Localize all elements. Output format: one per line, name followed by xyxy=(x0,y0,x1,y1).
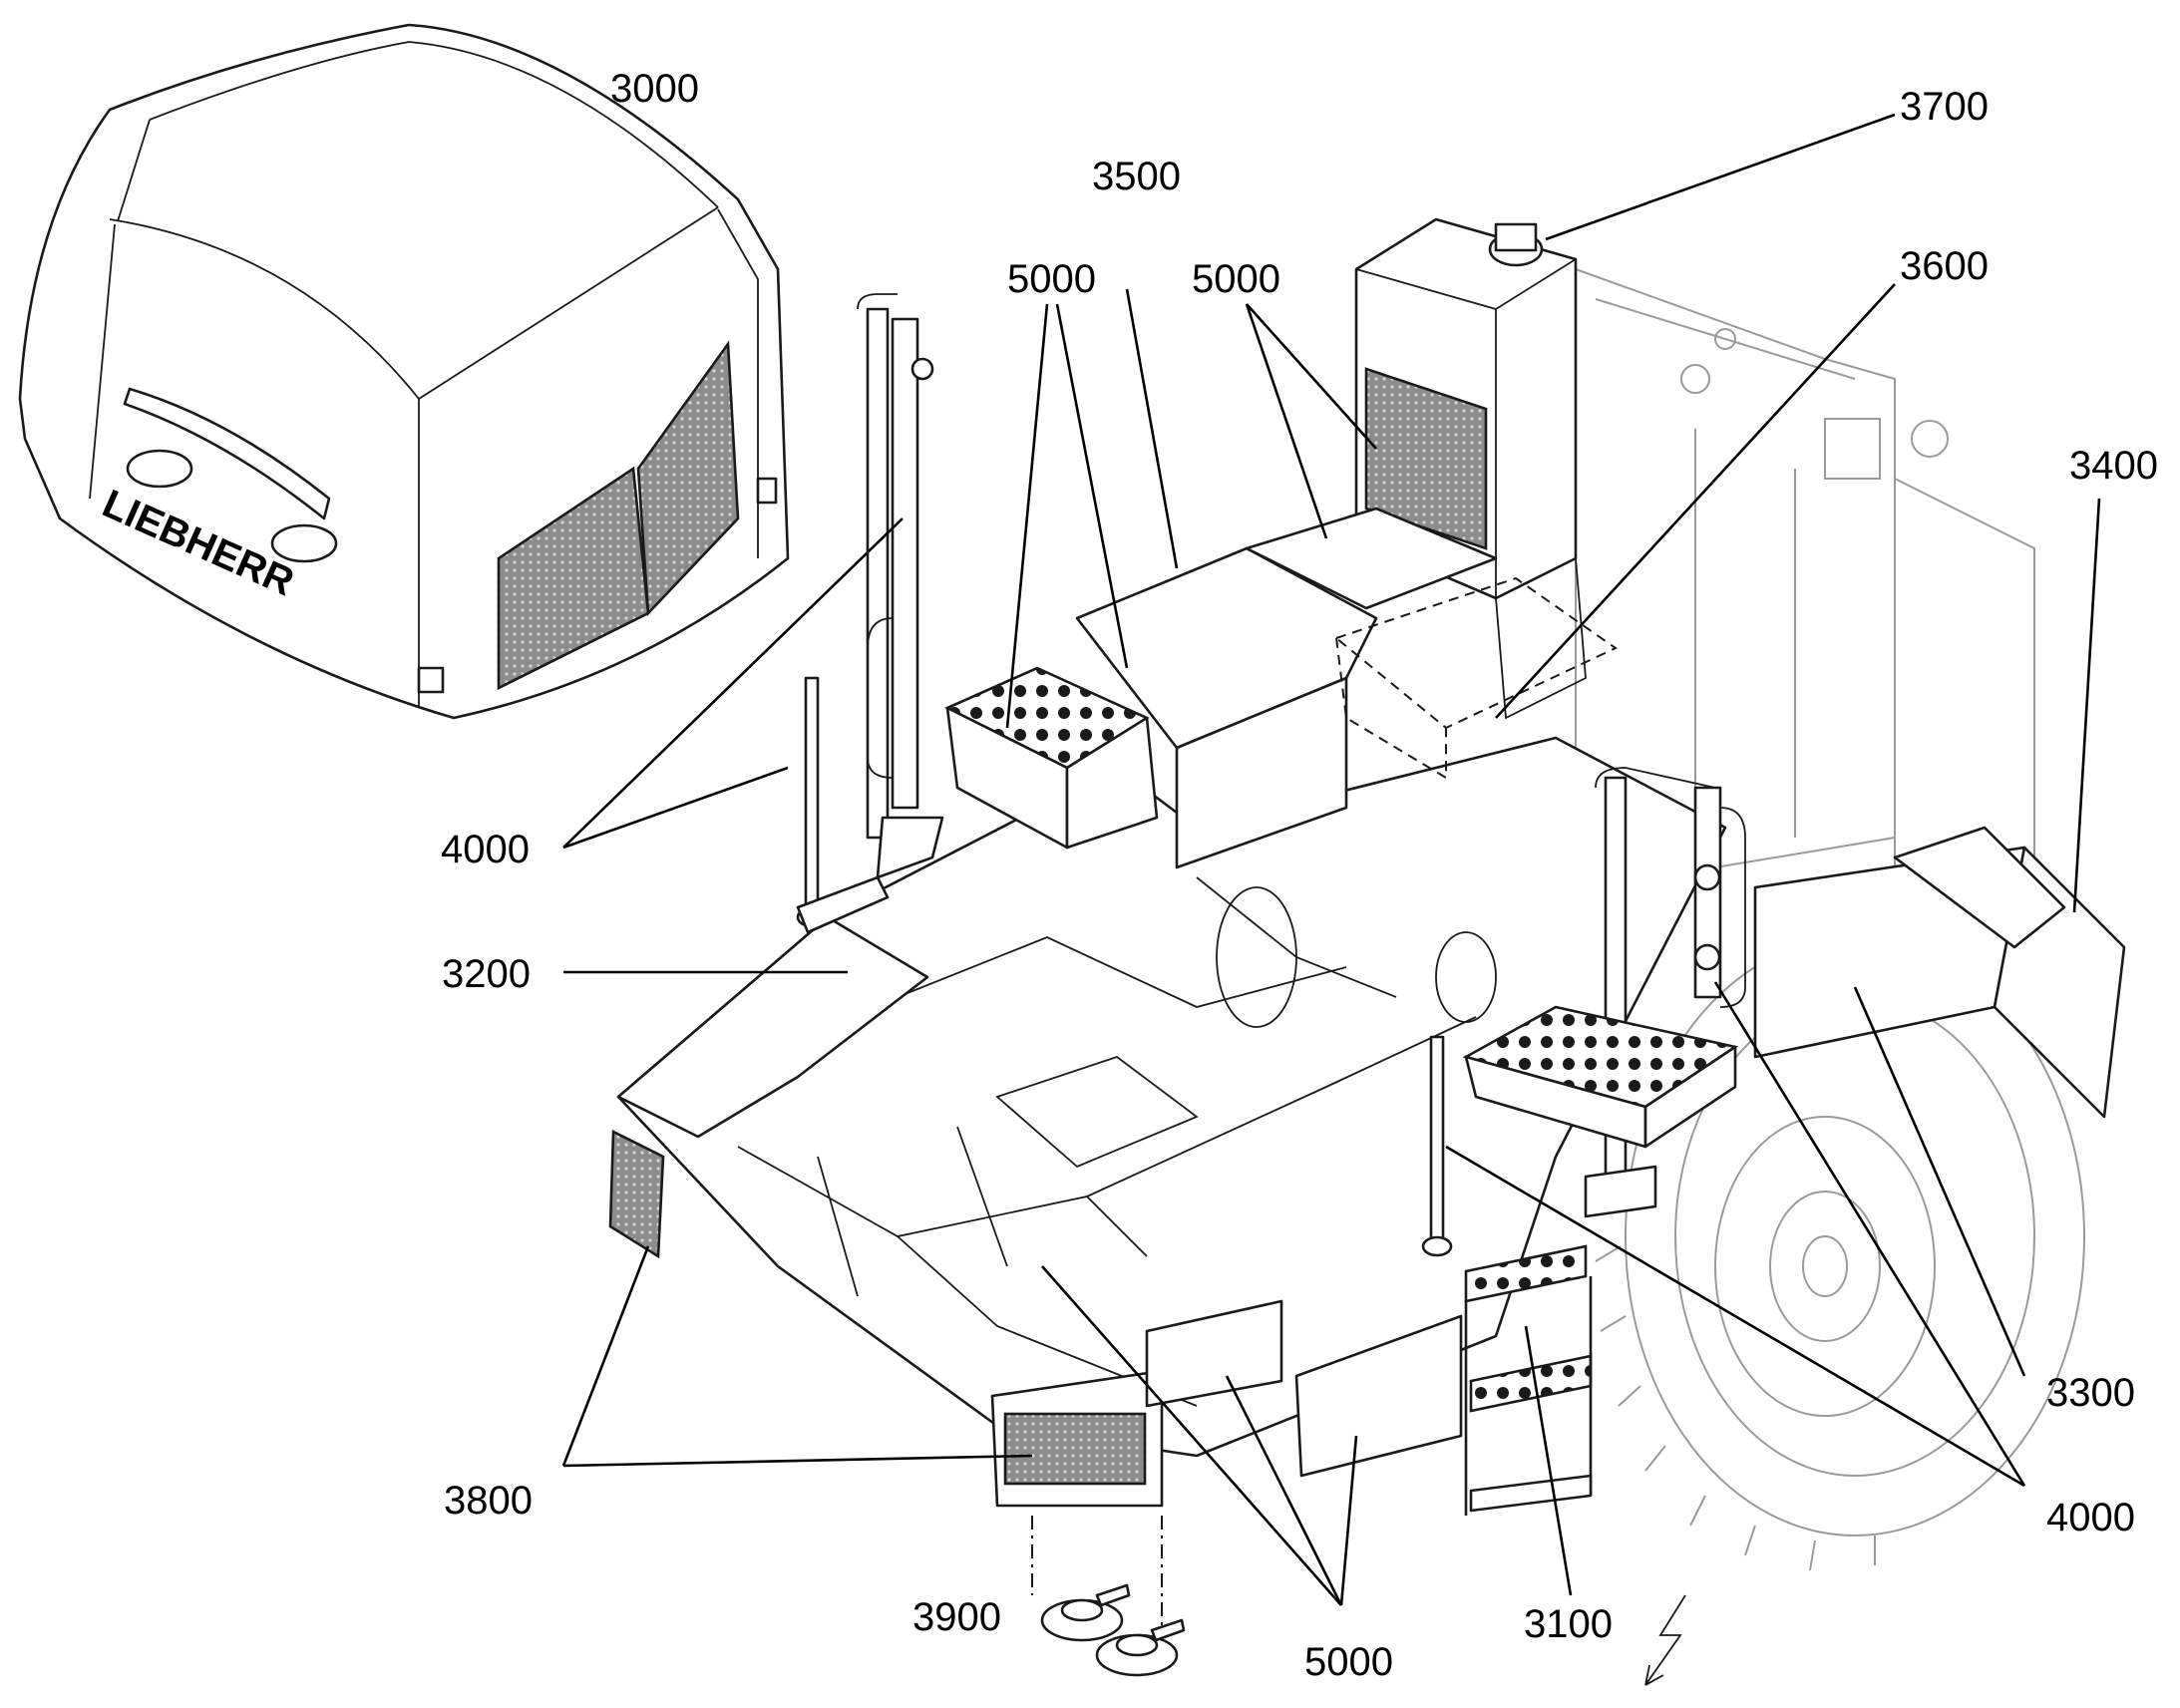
callout-4000-right: 4000 xyxy=(2046,1496,2135,1539)
superstructure-frame xyxy=(608,736,2126,1508)
callout-4000-left: 4000 xyxy=(441,828,530,871)
callout-3500: 3500 xyxy=(1092,155,1181,198)
step-console xyxy=(943,546,1378,869)
engine-hood: LIEBHERR xyxy=(18,23,790,720)
callout-3900: 3900 xyxy=(912,1595,1001,1639)
callout-5000-top-left: 5000 xyxy=(1007,257,1096,301)
right-step-platform xyxy=(1462,1005,1739,1149)
callout-3300: 3300 xyxy=(2046,1371,2135,1415)
callout-3400: 3400 xyxy=(2069,444,2158,488)
callout-3800: 3800 xyxy=(444,1479,533,1523)
callout-5000-bottom: 5000 xyxy=(1304,1640,1393,1684)
handrail-left-pole xyxy=(796,676,890,934)
callout-3200: 3200 xyxy=(442,952,531,996)
callout-3000: 3000 xyxy=(610,67,699,111)
callout-3100: 3100 xyxy=(1524,1602,1613,1646)
callout-3700: 3700 xyxy=(1900,85,1989,129)
callout-3600: 3600 xyxy=(1900,244,1989,288)
handrail-right-pole xyxy=(1421,1035,1453,1257)
leader-lines xyxy=(561,113,2101,1606)
electrical-symbol xyxy=(1644,1594,1686,1686)
battery-tray xyxy=(1245,507,1618,780)
handrail-left xyxy=(857,293,944,879)
horns xyxy=(1031,1516,1186,1677)
boarding-ladder xyxy=(1464,1244,1593,1516)
fuel-tank xyxy=(1354,217,1578,600)
hydraulic-tank xyxy=(1575,267,2035,899)
callout-5000-top-right: 5000 xyxy=(1192,257,1280,301)
callout-labels: 3000 3700 3500 5000 5000 3600 3400 4000 … xyxy=(441,67,2158,1684)
